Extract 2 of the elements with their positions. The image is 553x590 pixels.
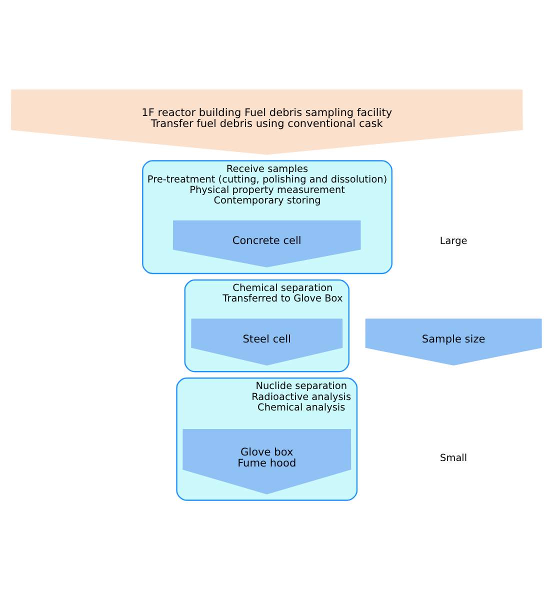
label: Large [440, 236, 468, 247]
label: Small [440, 452, 468, 464]
